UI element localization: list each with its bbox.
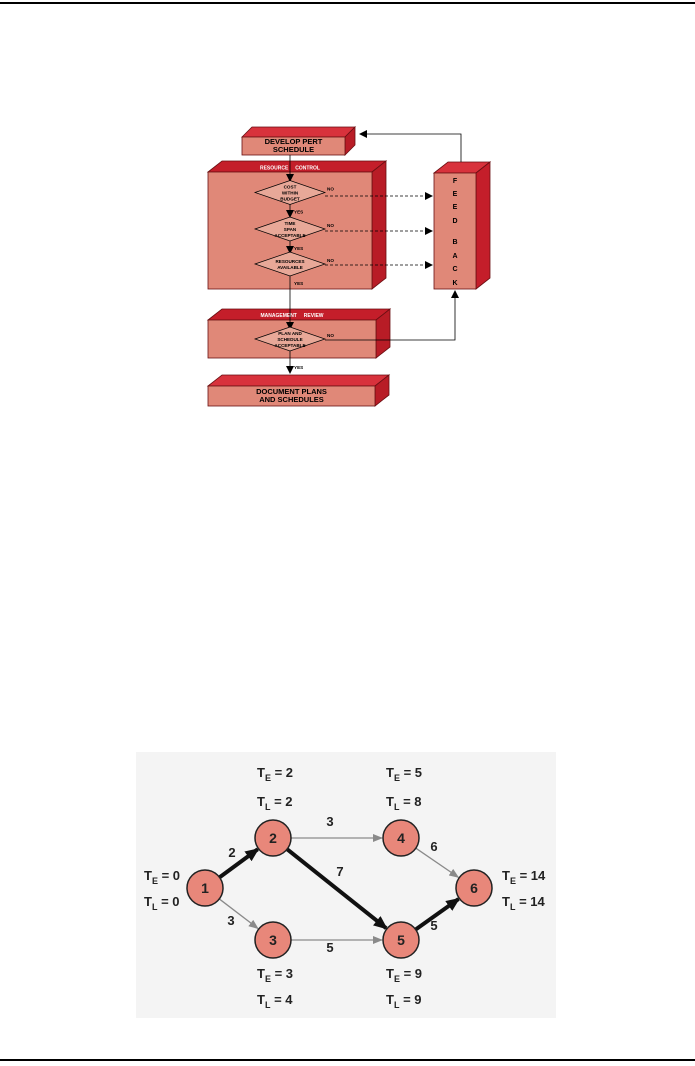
te-label: TE = 14 xyxy=(502,868,546,886)
te-label: TE = 0 xyxy=(144,868,180,886)
no-branch-lines xyxy=(325,192,433,269)
feedback-letter: E xyxy=(453,191,458,198)
edge-1-3 xyxy=(218,898,259,930)
feedback-letter: F xyxy=(453,178,458,185)
top-rule xyxy=(0,2,695,4)
document-line-2: AND SCHEDULES xyxy=(259,395,324,404)
network-background xyxy=(136,752,556,1018)
decision-text: AVAILABLE xyxy=(277,265,303,270)
yes-label: YES xyxy=(294,281,303,286)
yes-label: YES xyxy=(294,365,303,370)
decision-text: RESOURCES xyxy=(275,259,304,264)
edge-duration-label: 2 xyxy=(228,845,235,860)
decision-text: TIME xyxy=(285,221,296,226)
decision-text: ACCEPTABLE xyxy=(274,343,305,348)
event-node-3: 3 xyxy=(254,921,292,959)
edge-duration-label: 3 xyxy=(326,814,333,829)
edge-duration-label: 5 xyxy=(430,918,437,933)
node-circle xyxy=(455,869,493,907)
yes-label: YES xyxy=(294,246,303,251)
feedback-letter: A xyxy=(452,253,457,260)
develop-line-1: DEVELOP PERT xyxy=(265,137,323,146)
te-label: TE = 5 xyxy=(386,765,422,783)
decision-diamond xyxy=(253,216,327,242)
decision-diamond xyxy=(253,180,327,205)
no-label: NO xyxy=(327,223,334,228)
develop-line-2: SCHEDULE xyxy=(273,145,314,154)
node-id: 5 xyxy=(397,932,405,948)
node-id: 6 xyxy=(470,880,478,896)
event-node-1: 1 xyxy=(186,869,224,907)
te-label: TE = 3 xyxy=(257,966,293,984)
tl-label: TL = 14 xyxy=(502,894,546,912)
decision-diamond xyxy=(253,251,327,277)
feedback-letter: K xyxy=(452,280,457,287)
edge-duration-label: 6 xyxy=(430,839,437,854)
node-id: 2 xyxy=(269,830,277,846)
decision-text: PLAN AND xyxy=(278,331,302,336)
bottom-rule xyxy=(0,1059,695,1061)
develop-pert-box: DEVELOP PERT SCHEDULE xyxy=(241,126,356,156)
yes-label: YES xyxy=(294,210,303,215)
decision-diamond xyxy=(253,326,327,352)
te-label: TE = 9 xyxy=(386,966,422,984)
event-node-5: 5 xyxy=(382,921,420,959)
node-id: 4 xyxy=(397,830,405,846)
tl-label: TL = 4 xyxy=(257,992,293,1010)
decision-text: COST xyxy=(284,184,297,189)
document-plans-box: DOCUMENT PLANS AND SCHEDULES xyxy=(206,374,391,407)
no-label: NO xyxy=(327,333,334,338)
no-label: NO xyxy=(327,187,334,192)
decision-text: ACCEPTABLE xyxy=(274,233,305,238)
edge-4-6 xyxy=(415,847,460,878)
edge-duration-label: 7 xyxy=(336,864,343,879)
edge-2-5 xyxy=(285,847,388,930)
feedback-letter: B xyxy=(452,239,457,246)
te-label: TE = 2 xyxy=(257,765,293,783)
feedback-letter: E xyxy=(453,204,458,211)
document-line-1: DOCUMENT PLANS xyxy=(256,387,327,396)
decision-text: WITHIN xyxy=(282,190,299,195)
node-circle xyxy=(382,921,420,959)
management-no-line xyxy=(325,290,459,341)
decision-text: SCHEDULE xyxy=(277,337,302,342)
decision-text: BUDGET xyxy=(280,196,300,201)
feedback-letter: C xyxy=(452,266,457,273)
node-circle xyxy=(186,869,224,907)
node-id: 3 xyxy=(269,932,277,948)
tl-label: TL = 9 xyxy=(386,992,422,1010)
edge-duration-label: 5 xyxy=(326,940,333,955)
node-id: 1 xyxy=(201,880,209,896)
node-circle xyxy=(382,819,420,857)
feedback-letter: D xyxy=(452,218,457,225)
tl-label: TL = 0 xyxy=(144,894,180,912)
event-node-2: 2 xyxy=(254,819,292,857)
no-label: NO xyxy=(327,258,334,263)
tl-label: TL = 8 xyxy=(386,794,422,812)
decision-text: SPAN xyxy=(284,227,297,232)
edge-duration-label: 3 xyxy=(227,913,234,928)
node-circle xyxy=(254,819,292,857)
node-circle xyxy=(254,921,292,959)
tl-label: TL = 2 xyxy=(257,794,293,812)
pert-control-flowchart: DEVELOP PERT SCHEDULE RESOURCE CONTROL F… xyxy=(206,126,492,407)
event-node-6: 6 xyxy=(455,869,493,907)
management-header: MANAGEMENT REVIEW xyxy=(260,313,323,319)
edge-5-6 xyxy=(414,897,461,932)
event-node-4: 4 xyxy=(382,819,420,857)
edge-1-2 xyxy=(218,847,260,879)
feedback-return-line xyxy=(359,130,462,162)
